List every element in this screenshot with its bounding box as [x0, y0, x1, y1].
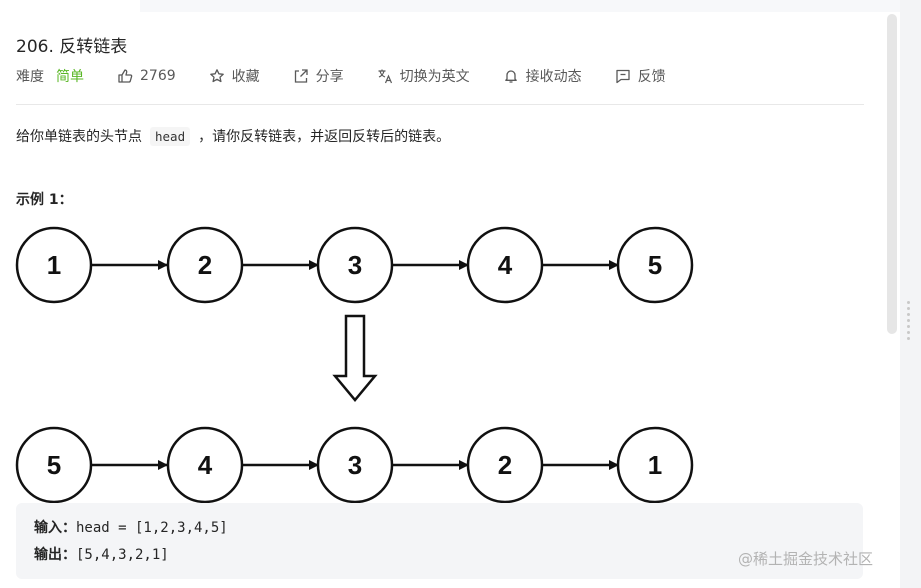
- node-value: 3: [348, 450, 362, 480]
- example-title: 示例 1：: [16, 192, 73, 208]
- thumbs-up-icon: [118, 69, 133, 83]
- share-label: 分享: [315, 69, 344, 85]
- switch-language-label: 切换为英文: [399, 69, 470, 85]
- output-label: 输出：: [34, 547, 76, 563]
- inline-code-head: head: [150, 126, 191, 146]
- linked-list-diagram: 1 2 3 4 5 5 4 3 2 1: [15, 226, 694, 504]
- bottom-row-nodes: 5 4 3 2 1: [15, 426, 694, 504]
- feedback-button[interactable]: 反馈: [615, 66, 666, 86]
- output-value: [5,4,3,2,1]: [76, 547, 169, 563]
- difficulty-value: 简单: [56, 69, 84, 85]
- list-node: [616, 426, 694, 504]
- like-button[interactable]: 2769: [117, 68, 176, 84]
- node-value: 3: [348, 250, 362, 280]
- bell-icon: [504, 70, 517, 83]
- node-value: 1: [47, 250, 61, 280]
- feedback-icon: [615, 69, 630, 84]
- transform-down-arrow: [332, 314, 378, 402]
- notify-button[interactable]: 接收动态: [503, 66, 582, 86]
- header-divider: [16, 104, 864, 105]
- drag-handle-icon[interactable]: [905, 298, 913, 343]
- switch-language-button[interactable]: 切换为英文: [377, 66, 470, 86]
- node-value: 2: [498, 450, 512, 480]
- favorite-label: 收藏: [231, 69, 260, 85]
- translate-icon: [378, 69, 392, 84]
- vertical-scrollbar[interactable]: [887, 14, 897, 334]
- notify-label: 接收动态: [525, 69, 582, 85]
- problem-description: 给你单链表的头节点 head ，请你反转链表，并返回反转后的链表。: [16, 126, 450, 146]
- node-value: 5: [47, 450, 61, 480]
- share-button[interactable]: 分享: [293, 66, 344, 86]
- favorite-button[interactable]: 收藏: [209, 66, 260, 86]
- feedback-label: 反馈: [637, 69, 666, 85]
- node-value: 5: [648, 250, 662, 280]
- difficulty-label: 难度: [16, 69, 44, 85]
- node-value: 2: [198, 250, 212, 280]
- description-text-after: ，请你反转链表，并返回反转后的链表。: [198, 129, 451, 145]
- problem-title: 206. 反转链表: [16, 37, 128, 57]
- description-text-before: 给你单链表的头节点: [16, 129, 142, 145]
- problem-meta-bar: 难度 简单 2769 收藏 分享 切换为英文 接收动态: [16, 66, 699, 86]
- list-node: [616, 226, 694, 304]
- example-output-line: 输出：[5,4,3,2,1]: [34, 544, 169, 564]
- input-label: 输入：: [34, 520, 76, 536]
- node-value: 1: [648, 450, 662, 480]
- watermark: @稀土掘金技术社区: [738, 550, 874, 568]
- top-strip: [140, 0, 921, 12]
- share-icon: [294, 69, 308, 83]
- top-row-nodes: 1 2 3 4 5: [15, 226, 694, 304]
- node-value: 4: [198, 450, 213, 480]
- like-count: 2769: [140, 68, 176, 84]
- input-value: head = [1,2,3,4,5]: [76, 520, 228, 536]
- example-io-box: 输入：head = [1,2,3,4,5] 输出：[5,4,3,2,1]: [16, 503, 863, 579]
- panel-resize-rail[interactable]: [900, 0, 921, 588]
- star-icon: [209, 69, 224, 83]
- example-input-line: 输入：head = [1,2,3,4,5]: [34, 517, 228, 537]
- node-value: 4: [498, 250, 513, 280]
